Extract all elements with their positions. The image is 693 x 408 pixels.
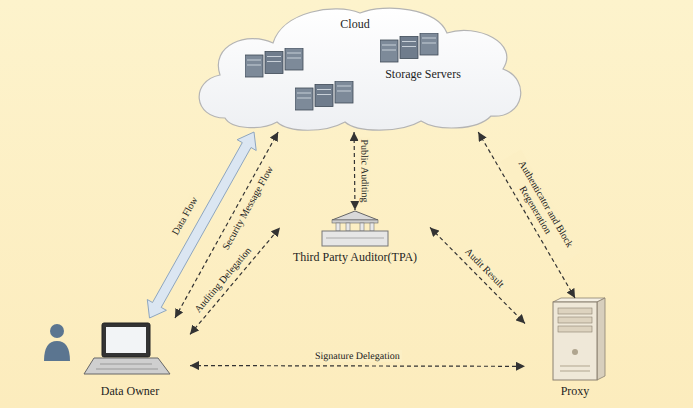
dashed-connector (430, 227, 525, 323)
drive-bay (558, 308, 592, 314)
laptop-icon (84, 323, 170, 374)
dashed-connector (353, 132, 355, 210)
user-head (50, 324, 64, 338)
cloud-title: Cloud (340, 17, 369, 31)
laptop-keys (96, 369, 158, 370)
laptop-screen (102, 323, 150, 357)
temple-column (370, 223, 374, 231)
tower-front (553, 302, 597, 380)
edge-label: Data Flow (169, 193, 202, 239)
temple-roof (332, 211, 378, 220)
edge-label: Audit Result (461, 245, 508, 292)
auditor-server (322, 231, 388, 246)
proxy-icon (553, 298, 605, 380)
cloud-outline (199, 8, 521, 130)
tower-top (553, 298, 605, 302)
tower-side (597, 298, 605, 380)
edge-label: Security Message Flow (219, 162, 277, 253)
auditor-node: Third Party Auditor(TPA) (280, 210, 430, 268)
cloud-caption: Storage Servers (385, 67, 461, 81)
edge-label: Signature Delegation (313, 350, 402, 362)
edge-label: Authenticator and Block Regeneration (500, 149, 581, 264)
server-rack (380, 33, 438, 62)
server-slot (326, 238, 384, 239)
temple-column (346, 223, 350, 231)
server-rack (295, 81, 353, 110)
proxy-node: Proxy (525, 298, 625, 400)
drive-bay (558, 326, 592, 332)
edge-label: Public Auditing (358, 137, 371, 204)
node-label: Proxy (561, 384, 590, 398)
server-rack (245, 48, 303, 77)
node-label: Third Party Auditor(TPA) (293, 250, 417, 264)
laptop-base (84, 358, 170, 374)
laptop-display (106, 327, 146, 353)
temple-column (336, 223, 340, 231)
cloud-node: CloudStorage Servers (185, 3, 530, 132)
laptop-keys (100, 364, 152, 365)
vent-line (560, 366, 590, 367)
auditor-icon (322, 211, 388, 246)
temple-column (360, 223, 364, 231)
temple-beam (332, 220, 378, 223)
drive-bay (558, 317, 592, 323)
dashed-connector (190, 365, 525, 367)
owner-node: Data Owner (40, 318, 190, 400)
power-button (572, 349, 578, 355)
user-body (44, 341, 70, 361)
edge-label: Auditing Delegation (191, 243, 256, 316)
node-label: Data Owner (101, 384, 159, 398)
vent-line (560, 371, 590, 372)
user-icon (44, 324, 70, 361)
